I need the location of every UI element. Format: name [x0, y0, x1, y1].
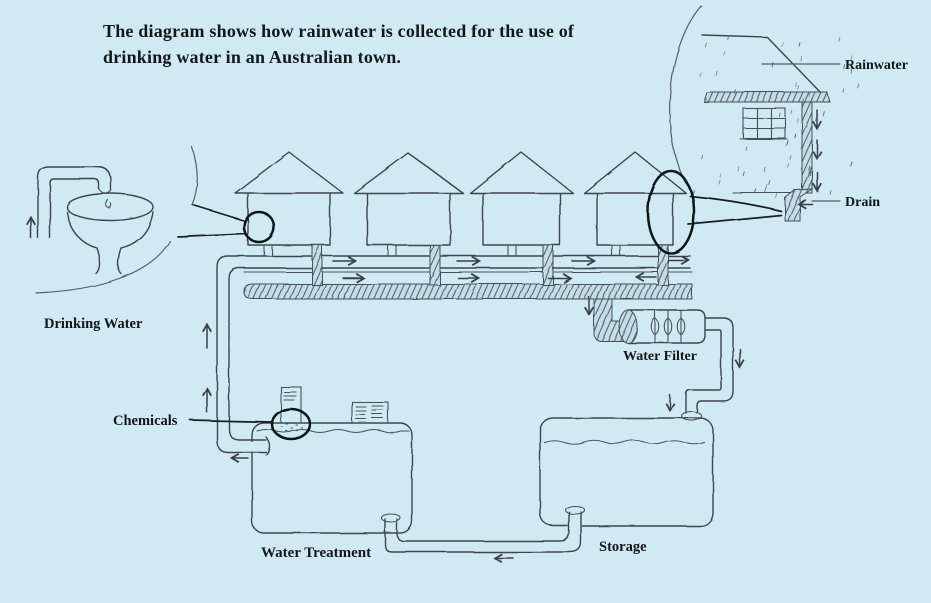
house-2 [353, 152, 464, 286]
filter-body [627, 309, 706, 344]
house-3-downpipe [542, 244, 554, 286]
chemicals-magnifier-ellipse [270, 407, 312, 441]
filter-outlet-pipe [696, 317, 734, 414]
storage-to-treatment-pipe [380, 505, 586, 553]
house-1-tap-magnifier-circle [242, 210, 276, 244]
rain-marks [692, 35, 860, 199]
house-1 [234, 151, 344, 286]
water-filter [618, 309, 734, 414]
text-layer: The diagram shows how rainwater is colle… [44, 21, 908, 561]
label-chemicals: Chemicals [113, 413, 178, 429]
fountain-pipe [37, 166, 112, 239]
treatment-inlet-flange [380, 513, 402, 523]
window [739, 107, 788, 140]
storage-inlet-flange [680, 410, 703, 422]
chemical-dispenser-2 [351, 401, 389, 424]
chemicals-pointer-line [189, 419, 273, 423]
house-2-downpipe [429, 244, 441, 286]
storage-tank [539, 410, 714, 550]
chemical-drops [280, 423, 304, 432]
label-water-treatment: Water Treatment [261, 545, 371, 561]
basin-bowl [66, 211, 154, 249]
roof-downpipe [801, 101, 813, 194]
label-drinking-water: Drinking Water [44, 316, 143, 332]
label-storage: Storage [599, 539, 647, 555]
house-4-downpipe [657, 244, 669, 286]
house-1-downpipe [311, 244, 323, 286]
chemical-dispenser-1 [280, 386, 302, 424]
house-4-magnifier-ellipse [646, 169, 696, 255]
roof-line [701, 34, 824, 96]
pipe-outlet-mouth [265, 436, 271, 456]
house-3-supply-stub [507, 244, 517, 257]
water-treatment-tank [231, 386, 413, 534]
outlet-erase [568, 505, 582, 550]
house-1-supply-stub [263, 244, 273, 257]
filter-left-cap [618, 309, 638, 344]
storage-outlet-flange [564, 505, 586, 515]
house-4 [583, 151, 687, 286]
title-line-1: The diagram shows how rainwater is colle… [103, 21, 575, 41]
flow-arrows [31, 109, 817, 558]
callout-bubble-upper-curve [191, 146, 198, 206]
detail-cone-lines [687, 195, 782, 225]
treated-water-supply-pipe [216, 255, 691, 456]
house-3 [469, 151, 574, 286]
riser-mouth-erase [231, 442, 267, 451]
callout-cone-lines [177, 204, 246, 238]
filter-elements [650, 309, 686, 344]
water-drip [105, 199, 112, 209]
drinking-water-detail [35, 146, 246, 294]
label-rainwater: Rainwater [845, 58, 908, 73]
basin-rim [66, 192, 154, 222]
house-2-supply-stub [387, 244, 397, 257]
storage-water-line [543, 439, 705, 445]
drinking-fountain [37, 166, 154, 275]
title-line-2: drinking water in an Australian town. [103, 47, 401, 67]
label-water-filter: Water Filter [623, 349, 697, 364]
basin-drain-stem [95, 247, 123, 275]
gutter [703, 91, 831, 103]
label-drain: Drain [845, 195, 880, 210]
treatment-water-line [256, 428, 410, 434]
house-4-supply-stub [611, 244, 621, 257]
callout-bubble-lower-curve [35, 240, 171, 294]
